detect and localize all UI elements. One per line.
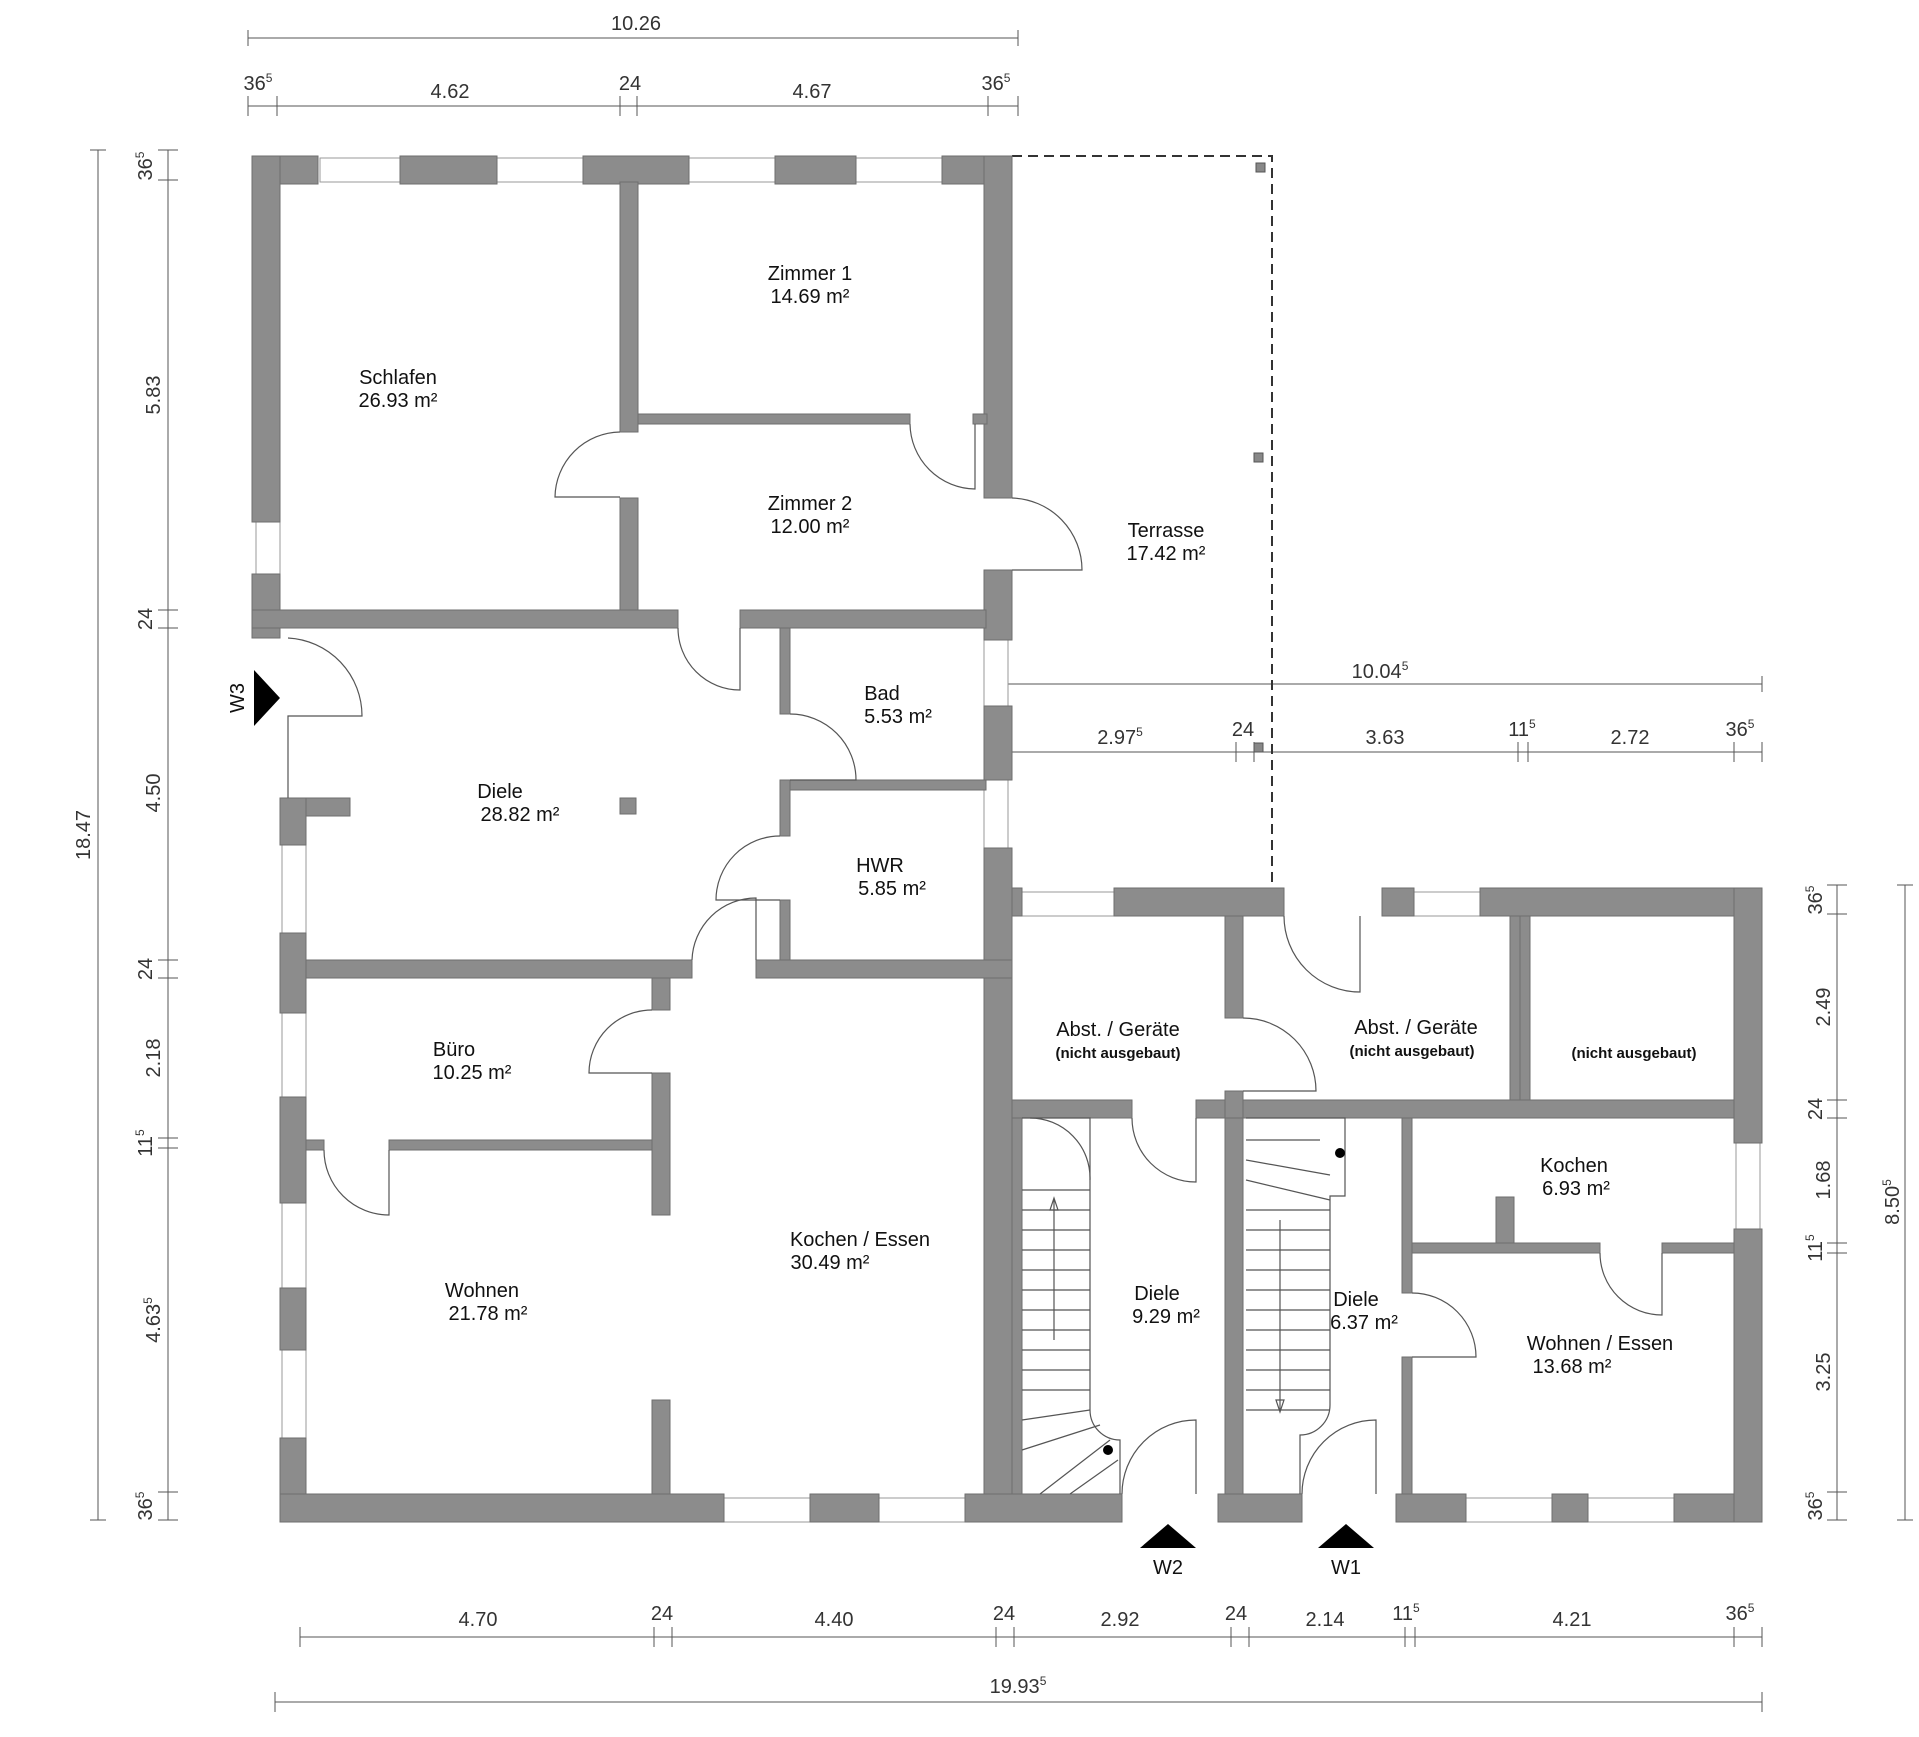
staircase-w2: [1021, 1117, 1121, 1495]
entrance-w1-icon: [1318, 1524, 1374, 1548]
room-diele-w1-name: Diele: [1333, 1289, 1379, 1311]
dim-mid-2: 24: [1232, 719, 1254, 741]
entrance-w2-icon: [1140, 1524, 1196, 1548]
dim-right-1: 365: [1803, 885, 1827, 914]
room-kochen-essen-name: Kochen / Essen: [790, 1229, 930, 1251]
dim-left-7: 115: [133, 1129, 157, 1157]
room-abst1-note: (nicht ausgebaut): [1055, 1045, 1180, 1062]
dim-left-4: 4.50: [143, 774, 165, 813]
walls: [251, 155, 1763, 1523]
dim-top-total: 10.26: [611, 13, 661, 35]
dim-bottom-3: 4.40: [815, 1609, 854, 1631]
room-kochen-name: Kochen: [1540, 1155, 1608, 1177]
dim-right-2: 2.49: [1813, 988, 1835, 1027]
dim-top-5: 365: [982, 71, 1011, 95]
dim-left-2: 5.83: [143, 376, 165, 415]
dim-left-total: 18.47: [73, 810, 95, 860]
dim-bottom-10: 365: [1726, 1601, 1755, 1625]
room-labels: Schlafen 26.93 m² Zimmer 1 14.69 m² Zimm…: [359, 263, 1697, 1378]
room-zimmer1-area: 14.69 m²: [771, 286, 850, 308]
dim-right-6: 3.25: [1813, 1353, 1835, 1392]
dim-left-9: 365: [133, 1491, 157, 1520]
room-bad-area: 5.53 m²: [864, 706, 932, 728]
room-schlafen-name: Schlafen: [359, 367, 437, 389]
stair-start-dot-w2: [1103, 1445, 1113, 1455]
stair-start-dot-w1: [1335, 1148, 1345, 1158]
entrance-w3-icon: [254, 670, 280, 726]
dim-bottom-5: 2.92: [1101, 1609, 1140, 1631]
entrance-markers: W2 W1 W3: [227, 670, 1374, 1579]
room-wohnen-essen-area: 13.68 m²: [1533, 1356, 1612, 1378]
room-buero-area: 10.25 m²: [433, 1062, 512, 1084]
room-bad-name: Bad: [864, 683, 900, 705]
dim-mid-6: 365: [1726, 717, 1755, 741]
room-zimmer1-name: Zimmer 1: [768, 263, 852, 285]
dim-bottom-9: 4.21: [1553, 1609, 1592, 1631]
dim-top-3: 24: [619, 73, 641, 95]
room-buero-name: Büro: [433, 1039, 475, 1061]
room-terrasse-name: Terrasse: [1128, 520, 1205, 542]
dim-bottom-2: 24: [651, 1603, 673, 1625]
dim-right-3: 24: [1805, 1098, 1827, 1120]
dim-bottom-6: 24: [1225, 1603, 1247, 1625]
dim-top-2: 4.62: [431, 81, 470, 103]
room-kochen-essen-area: 30.49 m²: [791, 1252, 870, 1274]
dim-left-3: 24: [135, 608, 157, 630]
room-diele-main-area: 28.82 m²: [481, 804, 560, 826]
dim-mid-4: 115: [1508, 717, 1536, 741]
dim-bottom-total: 19.935: [990, 1674, 1047, 1698]
doors: [287, 423, 1663, 1495]
room-wohnen-area: 21.78 m²: [449, 1303, 528, 1325]
staircase-w1: [1245, 1117, 1346, 1494]
dim-bottom-1: 4.70: [459, 1609, 498, 1631]
dimension-labels: 10.26 365 4.62 24 4.67 365 10.045 2.975 …: [73, 13, 1904, 1698]
dim-mid-3: 3.63: [1366, 727, 1405, 749]
entrance-w3-label: W3: [227, 683, 249, 713]
room-abst2-note: (nicht ausgebaut): [1349, 1043, 1474, 1060]
dim-bottom-8: 115: [1392, 1601, 1420, 1625]
room-diele-main-name: Diele: [477, 781, 523, 803]
dimension-lines: [90, 30, 1913, 1712]
dim-left-6: 2.18: [143, 1039, 165, 1078]
dim-mid-total: 10.045: [1352, 659, 1409, 683]
room-unfinished-note: (nicht ausgebaut): [1571, 1045, 1696, 1062]
dim-right-7: 365: [1803, 1491, 1827, 1520]
dim-left-1: 365: [133, 151, 157, 180]
room-diele-w1-area: 6.37 m²: [1330, 1312, 1398, 1334]
dim-top-1: 365: [244, 71, 273, 95]
dim-mid-5: 2.72: [1611, 727, 1650, 749]
room-zimmer2-name: Zimmer 2: [768, 493, 852, 515]
terrace-outline: [1012, 155, 1273, 894]
entrance-w1-label: W1: [1331, 1557, 1361, 1579]
dim-right-total: 8.505: [1880, 1179, 1904, 1225]
entrance-w2-label: W2: [1153, 1557, 1183, 1579]
room-abst1-name: Abst. / Geräte: [1056, 1019, 1179, 1041]
room-terrasse-area: 17.42 m²: [1127, 543, 1206, 565]
dim-mid-1: 2.975: [1097, 725, 1143, 749]
room-diele-w2-area: 9.29 m²: [1132, 1306, 1200, 1328]
dim-left-8: 4.635: [141, 1297, 165, 1343]
room-wohnen-essen-name: Wohnen / Essen: [1527, 1333, 1673, 1355]
room-wohnen-name: Wohnen: [445, 1280, 519, 1302]
room-hwr-area: 5.85 m²: [858, 878, 926, 900]
dim-left-5: 24: [135, 958, 157, 980]
dim-top-4: 4.67: [793, 81, 832, 103]
room-zimmer2-area: 12.00 m²: [771, 516, 850, 538]
dim-bottom-7: 2.14: [1306, 1609, 1345, 1631]
dim-right-5: 115: [1803, 1234, 1827, 1262]
room-hwr-name: HWR: [856, 855, 904, 877]
room-schlafen-area: 26.93 m²: [359, 390, 438, 412]
dim-bottom-4: 24: [993, 1603, 1015, 1625]
room-kochen-area: 6.93 m²: [1542, 1178, 1610, 1200]
room-abst2-name: Abst. / Geräte: [1354, 1017, 1477, 1039]
room-diele-w2-name: Diele: [1134, 1283, 1180, 1305]
dim-right-4: 1.68: [1813, 1161, 1835, 1200]
